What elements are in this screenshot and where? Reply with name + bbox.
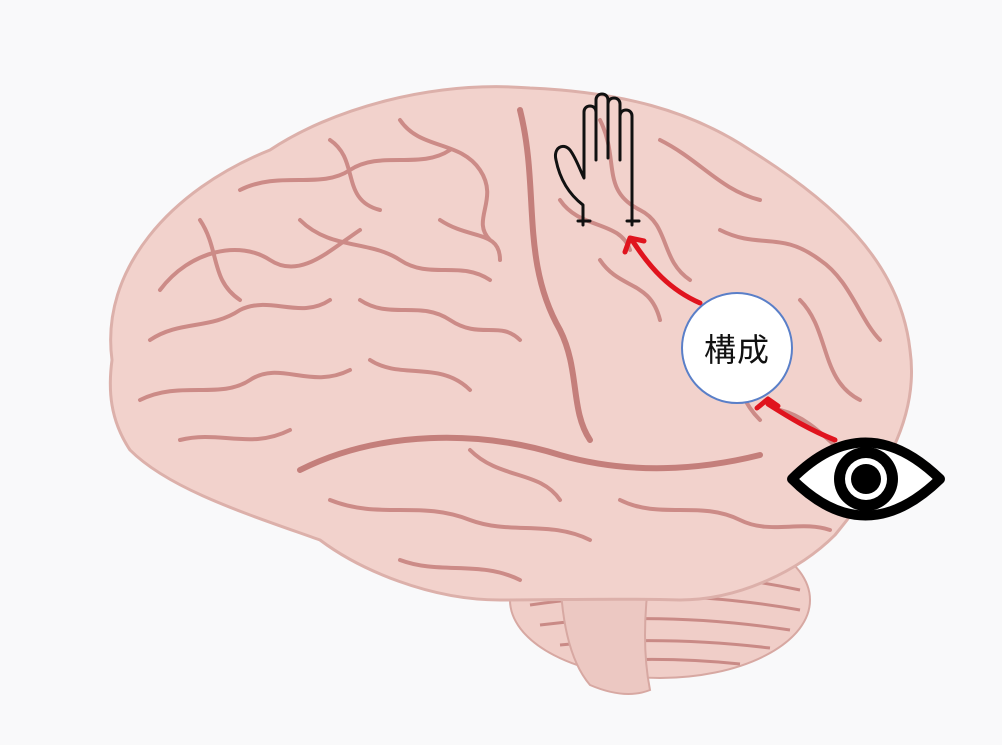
process-label: 構成: [704, 325, 770, 371]
process-node: 構成: [681, 292, 793, 404]
